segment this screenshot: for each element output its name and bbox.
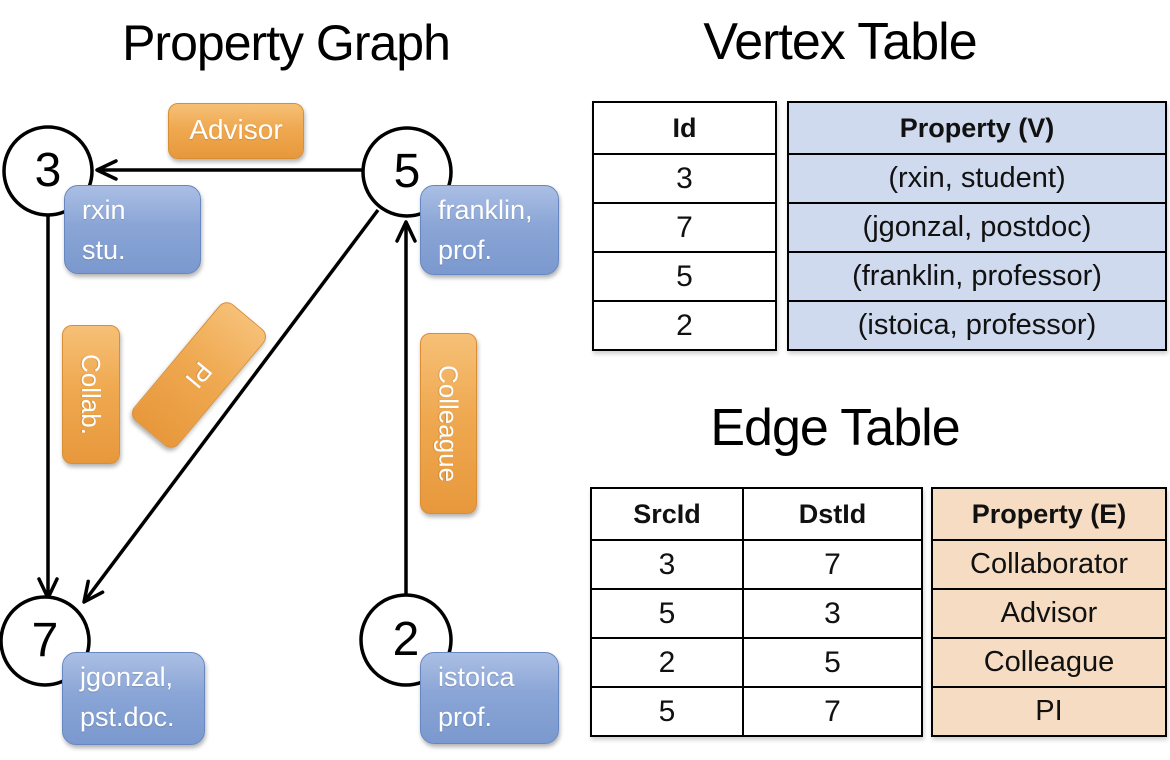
vertex-table: Id 3 7 5 2 Property (V) (rxin, student) … (592, 101, 1167, 351)
vertex-col-header-id: Id (592, 101, 777, 155)
table-row: 7 (592, 202, 777, 253)
edge-property-cell: Colleague (931, 637, 1167, 688)
table-row: 2 5 (590, 637, 923, 688)
table-row: 3 (592, 153, 777, 204)
edge-table-property-column: Property (E) Collaborator Advisor Collea… (931, 487, 1167, 737)
vertex-table-title: Vertex Table (703, 13, 977, 71)
table-row: Advisor (931, 588, 1167, 639)
edge-label-advisor: Advisor (168, 103, 304, 159)
node-label-franklin: franklin,prof. (420, 185, 559, 275)
node-id-5: 5 (393, 145, 421, 198)
edge-label-collab-text: Collab. (76, 354, 106, 435)
edge-label-collab: Collab. (62, 325, 120, 464)
node-id-2: 2 (392, 613, 420, 666)
edge-col-header-dstid: DstId (742, 487, 923, 541)
edge-srcid-cell: 2 (590, 637, 744, 688)
table-header-row: SrcId DstId (590, 487, 923, 541)
edge-dstid-cell: 7 (742, 539, 923, 590)
vertex-col-header-property: Property (V) (787, 101, 1167, 155)
edge-col-header-property: Property (E) (931, 487, 1167, 541)
table-header-row: Property (E) (931, 487, 1167, 541)
vertex-id-cell: 2 (592, 300, 777, 351)
edge-srcid-cell: 5 (590, 588, 744, 639)
edge-dstid-cell: 3 (742, 588, 923, 639)
table-row: 5 3 (590, 588, 923, 639)
table-row: (jgonzal, postdoc) (787, 202, 1167, 253)
edge-property-cell: Advisor (931, 588, 1167, 639)
table-row: 3 7 (590, 539, 923, 590)
edge-property-cell: Collaborator (931, 539, 1167, 590)
edge-label-advisor-text: Advisor (189, 114, 283, 145)
vertex-table-property-column: Property (V) (rxin, student) (jgonzal, p… (787, 101, 1167, 351)
node-id-3: 3 (34, 144, 62, 197)
vertex-id-cell: 5 (592, 251, 777, 302)
edge-5-to-7 (82, 208, 380, 604)
vertex-property-cell: (jgonzal, postdoc) (787, 202, 1167, 253)
node-label-jgonzal: jgonzal,pst.doc. (62, 652, 205, 745)
edge-table-title: Edge Table (710, 399, 960, 457)
edge-dstid-cell: 7 (742, 686, 923, 737)
table-row: (rxin, student) (787, 153, 1167, 204)
edge-srcid-cell: 3 (590, 539, 744, 590)
edge-col-header-srcid: SrcId (590, 487, 744, 541)
table-row: (franklin, professor) (787, 251, 1167, 302)
edge-table-id-columns: SrcId DstId 3 7 5 3 2 5 5 7 (590, 487, 923, 737)
table-header-row: Id (592, 101, 777, 155)
vertex-property-cell: (rxin, student) (787, 153, 1167, 204)
table-row: PI (931, 686, 1167, 737)
table-row: 5 (592, 251, 777, 302)
table-row: Collaborator (931, 539, 1167, 590)
vertex-property-cell: (istoica, professor) (787, 300, 1167, 351)
property-graph-title: Property Graph (122, 15, 451, 71)
edge-label-colleague-text: Colleague (433, 364, 464, 483)
edge-table: SrcId DstId 3 7 5 3 2 5 5 7 Property (E) (590, 487, 1167, 737)
table-row: Colleague (931, 637, 1167, 688)
edge-srcid-cell: 5 (590, 686, 744, 737)
node-label-jgonzal-text: jgonzal,pst.doc. (80, 662, 175, 732)
vertex-property-cell: (franklin, professor) (787, 251, 1167, 302)
edge-dstid-cell: 5 (742, 637, 923, 688)
node-label-franklin-text: franklin,prof. (438, 195, 533, 265)
vertex-id-cell: 7 (592, 202, 777, 253)
edge-property-cell: PI (931, 686, 1167, 737)
table-row: (istoica, professor) (787, 300, 1167, 351)
table-header-row: Property (V) (787, 101, 1167, 155)
node-id-7: 7 (31, 614, 59, 667)
edge-label-colleague: Colleague (420, 333, 477, 514)
vertex-id-cell: 3 (592, 153, 777, 204)
table-row: 2 (592, 300, 777, 351)
table-row: 5 7 (590, 686, 923, 737)
vertex-table-id-column: Id 3 7 5 2 (592, 101, 777, 351)
